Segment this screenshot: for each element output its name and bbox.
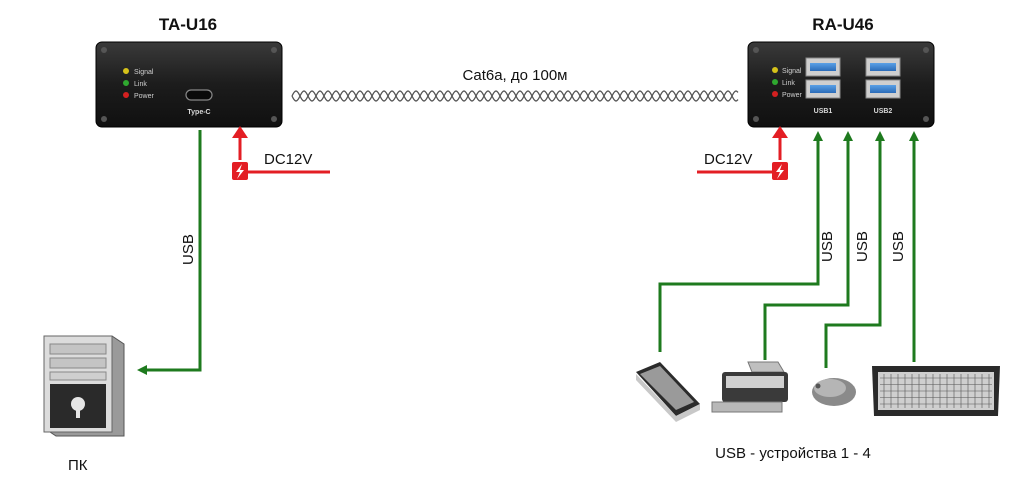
type-c-port-icon	[185, 89, 213, 101]
receiver-power-label: DC12V	[704, 151, 752, 168]
transmitter-led-power: Power	[134, 93, 155, 100]
usb1-port-icon	[805, 57, 841, 99]
receiver-title: RA-U46	[812, 15, 873, 34]
devices-label: USB - устройства 1 - 4	[715, 445, 871, 462]
pc-usb-connection	[137, 130, 202, 375]
signal-led-icon	[123, 68, 129, 74]
cat6a-cable	[291, 90, 739, 102]
receiver-box: Signal Link Power USB1 USB2	[747, 41, 935, 128]
transmitter-led-signal: Signal	[134, 69, 154, 76]
device-usb-connections	[658, 131, 919, 368]
device-usb-label-2: USB	[854, 231, 871, 262]
receiver-led-link: Link	[782, 80, 795, 87]
transmitter-led-link: Link	[134, 81, 147, 88]
transmitter-title: TA-U16	[159, 15, 217, 34]
pc-tower-icon	[43, 335, 125, 437]
device-usb-label-1: USB	[819, 231, 836, 262]
receiver-power-input	[697, 126, 788, 180]
type-c-label: Type-C	[187, 109, 210, 116]
power-led-icon	[123, 92, 129, 98]
mouse-icon	[812, 378, 856, 406]
pc-label: ПК	[68, 457, 88, 474]
usb2-label: USB2	[874, 108, 893, 115]
power-led-icon	[772, 91, 778, 97]
transmitter-power-input	[232, 126, 330, 180]
usb1-label: USB1	[814, 108, 833, 115]
device-usb-label-3: USB	[890, 231, 907, 262]
transmitter-box: Signal Link Power Type-C	[95, 41, 283, 128]
printer-icon	[711, 361, 788, 413]
cable-label: Cat6a, до 100м	[463, 67, 568, 84]
transmitter-power-label: DC12V	[264, 151, 312, 168]
lightning-icon	[772, 162, 788, 180]
keyboard-icon	[872, 366, 1000, 416]
scanner-icon	[636, 362, 700, 422]
pc-usb-label: USB	[180, 234, 197, 265]
lightning-icon	[232, 162, 248, 180]
receiver-led-signal: Signal	[782, 68, 802, 75]
link-led-icon	[123, 80, 129, 86]
receiver-led-power: Power	[782, 92, 803, 99]
usb2-port-icon	[865, 57, 901, 99]
signal-led-icon	[772, 67, 778, 73]
link-led-icon	[772, 79, 778, 85]
